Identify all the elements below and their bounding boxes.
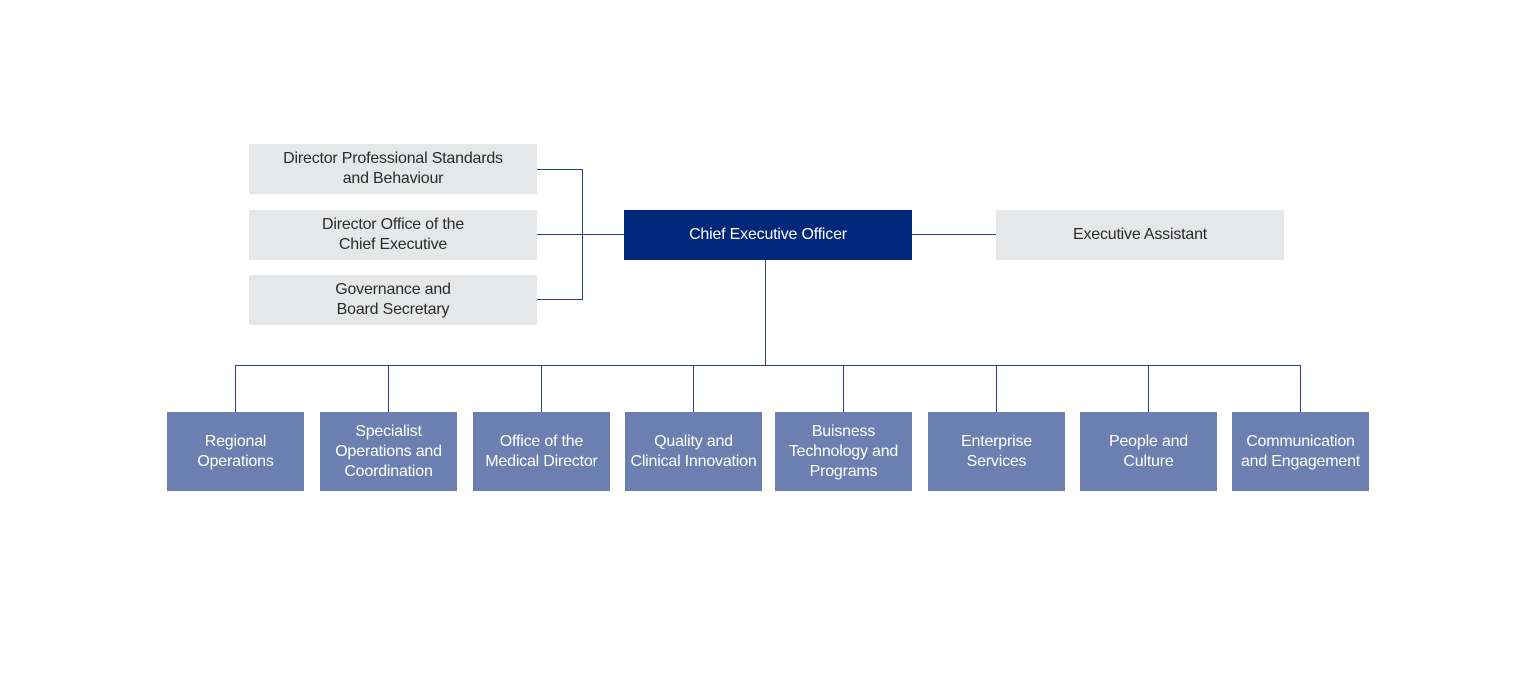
- executive-assistant-box: Executive Assistant: [996, 210, 1284, 260]
- connector-line: [912, 234, 996, 235]
- ceo-label: Chief Executive Officer: [689, 226, 847, 243]
- division-box-regional-operations: Regional Operations: [167, 412, 304, 491]
- connector-line: [693, 365, 694, 412]
- connector-line: [235, 365, 236, 412]
- division-box-people-culture: People and Culture: [1080, 412, 1217, 491]
- division-label: Enterprise Services: [961, 432, 1032, 470]
- division-label: Buisness Technology and Programs: [788, 422, 899, 480]
- connector-line: [537, 169, 583, 170]
- connector-line: [541, 365, 542, 412]
- division-label: People and Culture: [1109, 432, 1188, 470]
- division-label: Office of the Medical Director: [485, 432, 598, 470]
- division-label: Specialist Operations and Coordination: [335, 422, 442, 480]
- connector-line: [235, 365, 1301, 366]
- connector-line: [537, 299, 583, 300]
- executive-assistant-label: Executive Assistant: [1072, 226, 1208, 243]
- division-label: Quality and Clinical Innovation: [630, 432, 757, 470]
- division-box-enterprise-services: Enterprise Services: [928, 412, 1065, 491]
- connector-line: [537, 234, 624, 235]
- division-box-specialist-operations: Specialist Operations and Coordination: [320, 412, 457, 491]
- connector-line: [388, 365, 389, 412]
- connector-line: [1300, 365, 1301, 412]
- office-label: Governance and Board Secretary: [335, 281, 451, 318]
- connector-line: [996, 365, 997, 412]
- office-box-office-of-chief-executive: Director Office of the Chief Executive: [249, 210, 537, 260]
- division-label: Regional Operations: [197, 432, 274, 470]
- connector-line: [843, 365, 844, 412]
- connector-line: [765, 259, 766, 366]
- office-label: Director Professional Standards and Beha…: [283, 150, 503, 187]
- connector-line: [1148, 365, 1149, 412]
- ceo-box: Chief Executive Officer: [624, 210, 912, 260]
- division-label: Communication and Engagement: [1240, 432, 1361, 470]
- division-box-quality-clinical-innovation: Quality and Clinical Innovation: [625, 412, 762, 491]
- division-box-business-technology: Buisness Technology and Programs: [775, 412, 912, 491]
- office-label: Director Office of the Chief Executive: [321, 216, 465, 253]
- office-box-professional-standards: Director Professional Standards and Beha…: [249, 144, 537, 194]
- office-box-governance: Governance and Board Secretary: [249, 275, 537, 325]
- division-box-communication-engagement: Communication and Engagement: [1232, 412, 1369, 491]
- division-box-medical-director: Office of the Medical Director: [473, 412, 610, 491]
